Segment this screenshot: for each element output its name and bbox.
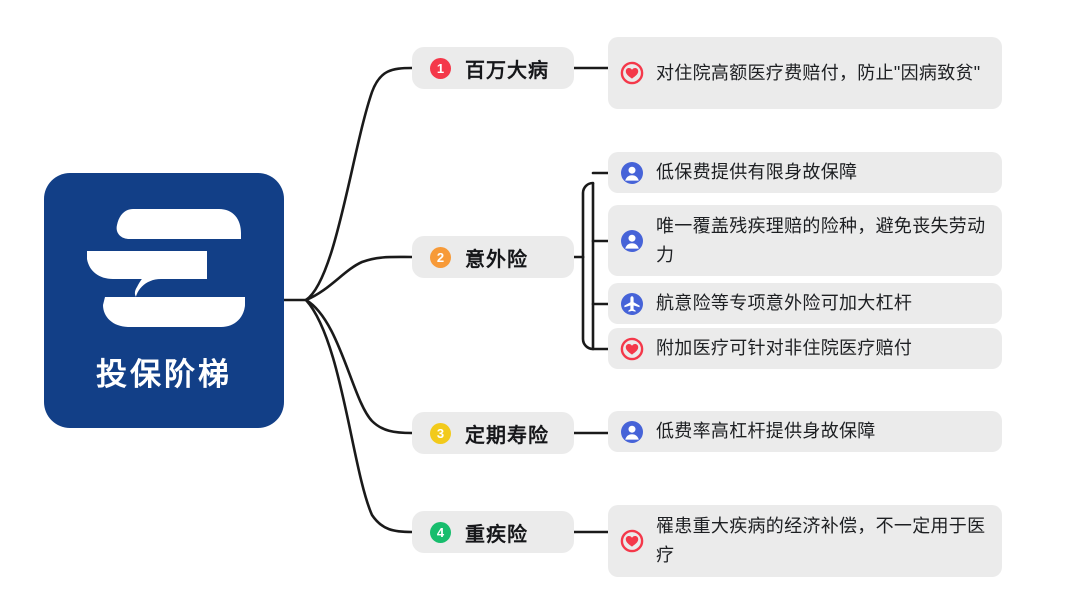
leaf-node-2-4[interactable]: 附加医疗可针对非住院医疗赔付 [608,328,1002,369]
leaf-node-2-3[interactable]: 航意险等专项意外险可加大杠杆 [608,283,1002,324]
branch-badge-1: 1 [430,57,451,79]
leaf-node-2-1[interactable]: 低保费提供有限身故保障 [608,152,1002,193]
branch-badge-4: 4 [430,521,451,543]
edge-hub-to-branch-1 [304,66,414,302]
leaf-node-1-1[interactable]: 对住院高额医疗费赔付，防止"因病致贫" [608,37,1002,109]
edge-hub-to-branch-3 [304,298,414,435]
branch-badge-2: 2 [430,246,451,268]
person-icon [620,229,644,253]
branch-label-3: 定期寿险 [465,424,549,447]
leaf-text-2-3: 航意险等专项意外险可加大杠杆 [656,293,913,313]
person-icon [620,420,644,444]
branch-node-4[interactable]: 4 重疾险 [412,511,574,553]
branch-label-2: 意外险 [465,248,528,271]
leaf-text-3-1: 低费率高杠杆提供身故保障 [656,421,876,441]
leaf-text-2-2: 唯一覆盖残疾理赔的险种，避免丧失劳动力 [656,215,986,265]
branch-node-1[interactable]: 1 百万大病 [412,47,574,89]
leaf-text-4-1: 罹患重大疾病的经济补偿，不一定用于医疗 [656,516,986,565]
edge-hub-to-branch-4 [304,298,414,534]
edge-branch-2-corner-top [581,181,595,259]
leaf-text-1-1: 对住院高额医疗费赔付，防止"因病致贫" [656,62,981,83]
branch-badge-3: 3 [430,422,451,444]
leaf-node-4-1[interactable]: 罹患重大疾病的经济补偿，不一定用于医疗 [608,505,1002,577]
branch-label-4: 重疾险 [465,523,528,546]
edge-hub-to-branch-2 [304,255,414,302]
edge-branch-2-corner-bottom [581,255,595,351]
heart-icon [620,337,644,361]
leaf-text-2-1: 低保费提供有限身故保障 [656,162,858,182]
person-icon [620,161,644,185]
leaf-node-2-2[interactable]: 唯一覆盖残疾理赔的险种，避免丧失劳动力 [608,205,1002,276]
heart-icon [620,61,644,85]
airplane-icon [620,292,644,316]
company-e-logo-icon [87,209,245,327]
leaf-text-2-4: 附加医疗可针对非住院医疗赔付 [656,338,913,358]
branch-node-2[interactable]: 2 意外险 [412,236,574,278]
root-title: 投保阶梯 [96,357,232,392]
root-node[interactable]: 投保阶梯 [44,173,284,428]
branch-label-1: 百万大病 [465,59,549,82]
heart-icon [620,529,644,553]
branch-node-3[interactable]: 3 定期寿险 [412,412,574,454]
leaf-node-3-1[interactable]: 低费率高杠杆提供身故保障 [608,411,1002,452]
